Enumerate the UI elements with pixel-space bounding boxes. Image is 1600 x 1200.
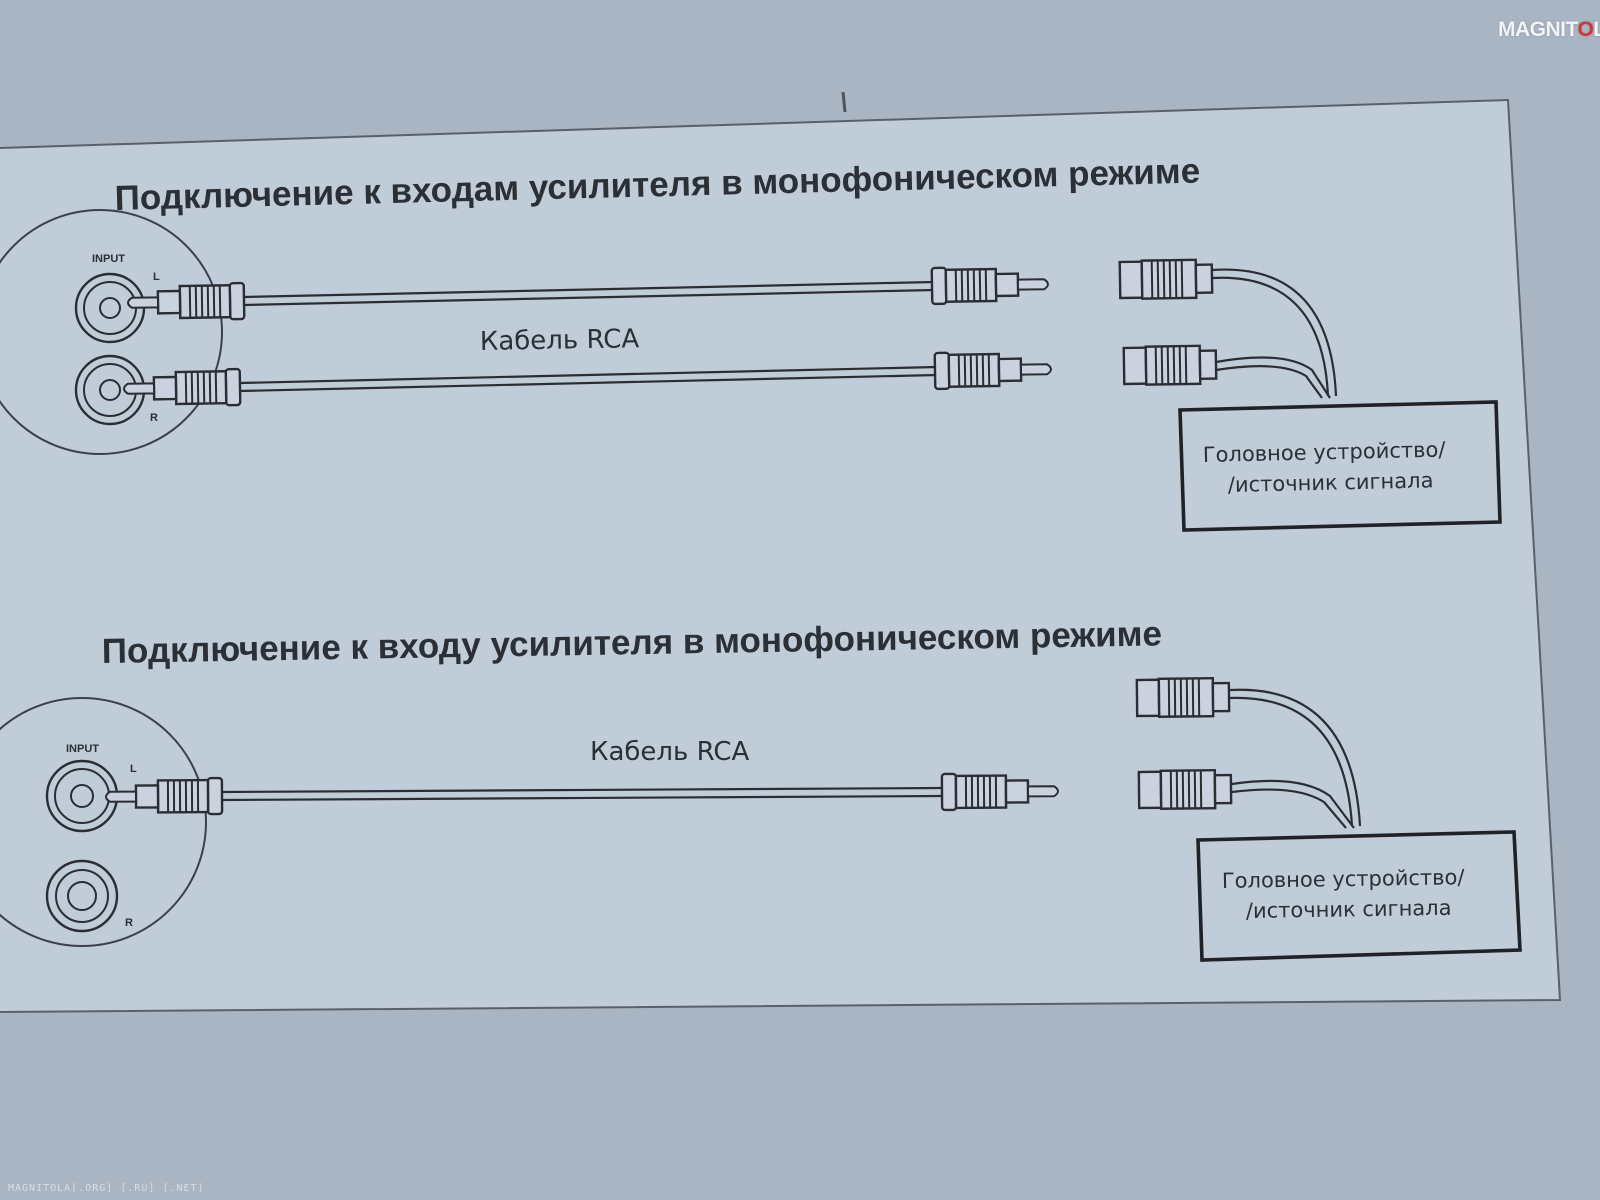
top-jack-left-label: L [153, 271, 160, 283]
top-source-box: Головное устройство/ /источник сигнала [1178, 400, 1502, 532]
top-socket-right [1122, 344, 1218, 387]
bottom-jack-right-label: R [125, 917, 133, 929]
top-input-label: INPUT [92, 253, 125, 265]
top-source-line1: Головное устройство/ [1203, 437, 1447, 467]
top-cable-left [243, 280, 935, 307]
magnitola-logo: MAGNITOLA [1498, 18, 1600, 41]
bottom-jack-right [45, 859, 119, 933]
bottom-source-line1: Головное устройство/ [1222, 865, 1466, 893]
top-jack-right-label: R [150, 412, 158, 424]
bottom-source-line2: /источник сигнала [1246, 896, 1452, 923]
top-source-line2: /источник сигнала [1228, 468, 1434, 497]
top-socket-left [1118, 258, 1214, 301]
top-cable-label: Кабель RCA [480, 324, 640, 357]
top-amp-panel [0, 209, 223, 455]
top-cable-right [239, 365, 938, 393]
bottom-input-label: INPUT [66, 743, 99, 755]
bottom-jack-left-label: L [130, 763, 137, 775]
bottom-y-cable [1229, 688, 1362, 829]
bottom-amp-panel [0, 697, 207, 947]
footer-watermark-text: MAGNITOLA[.ORG] [.RU] [.NET] [8, 1183, 205, 1194]
bottom-source-box: Головное устройство/ /источник сигнала [1196, 830, 1522, 962]
top-y-cable [1211, 268, 1338, 399]
bottom-socket-left [1135, 676, 1231, 719]
bottom-socket-right [1137, 768, 1233, 811]
bottom-cable [221, 786, 943, 802]
bottom-cable-label: Кабель RCA [590, 737, 750, 767]
